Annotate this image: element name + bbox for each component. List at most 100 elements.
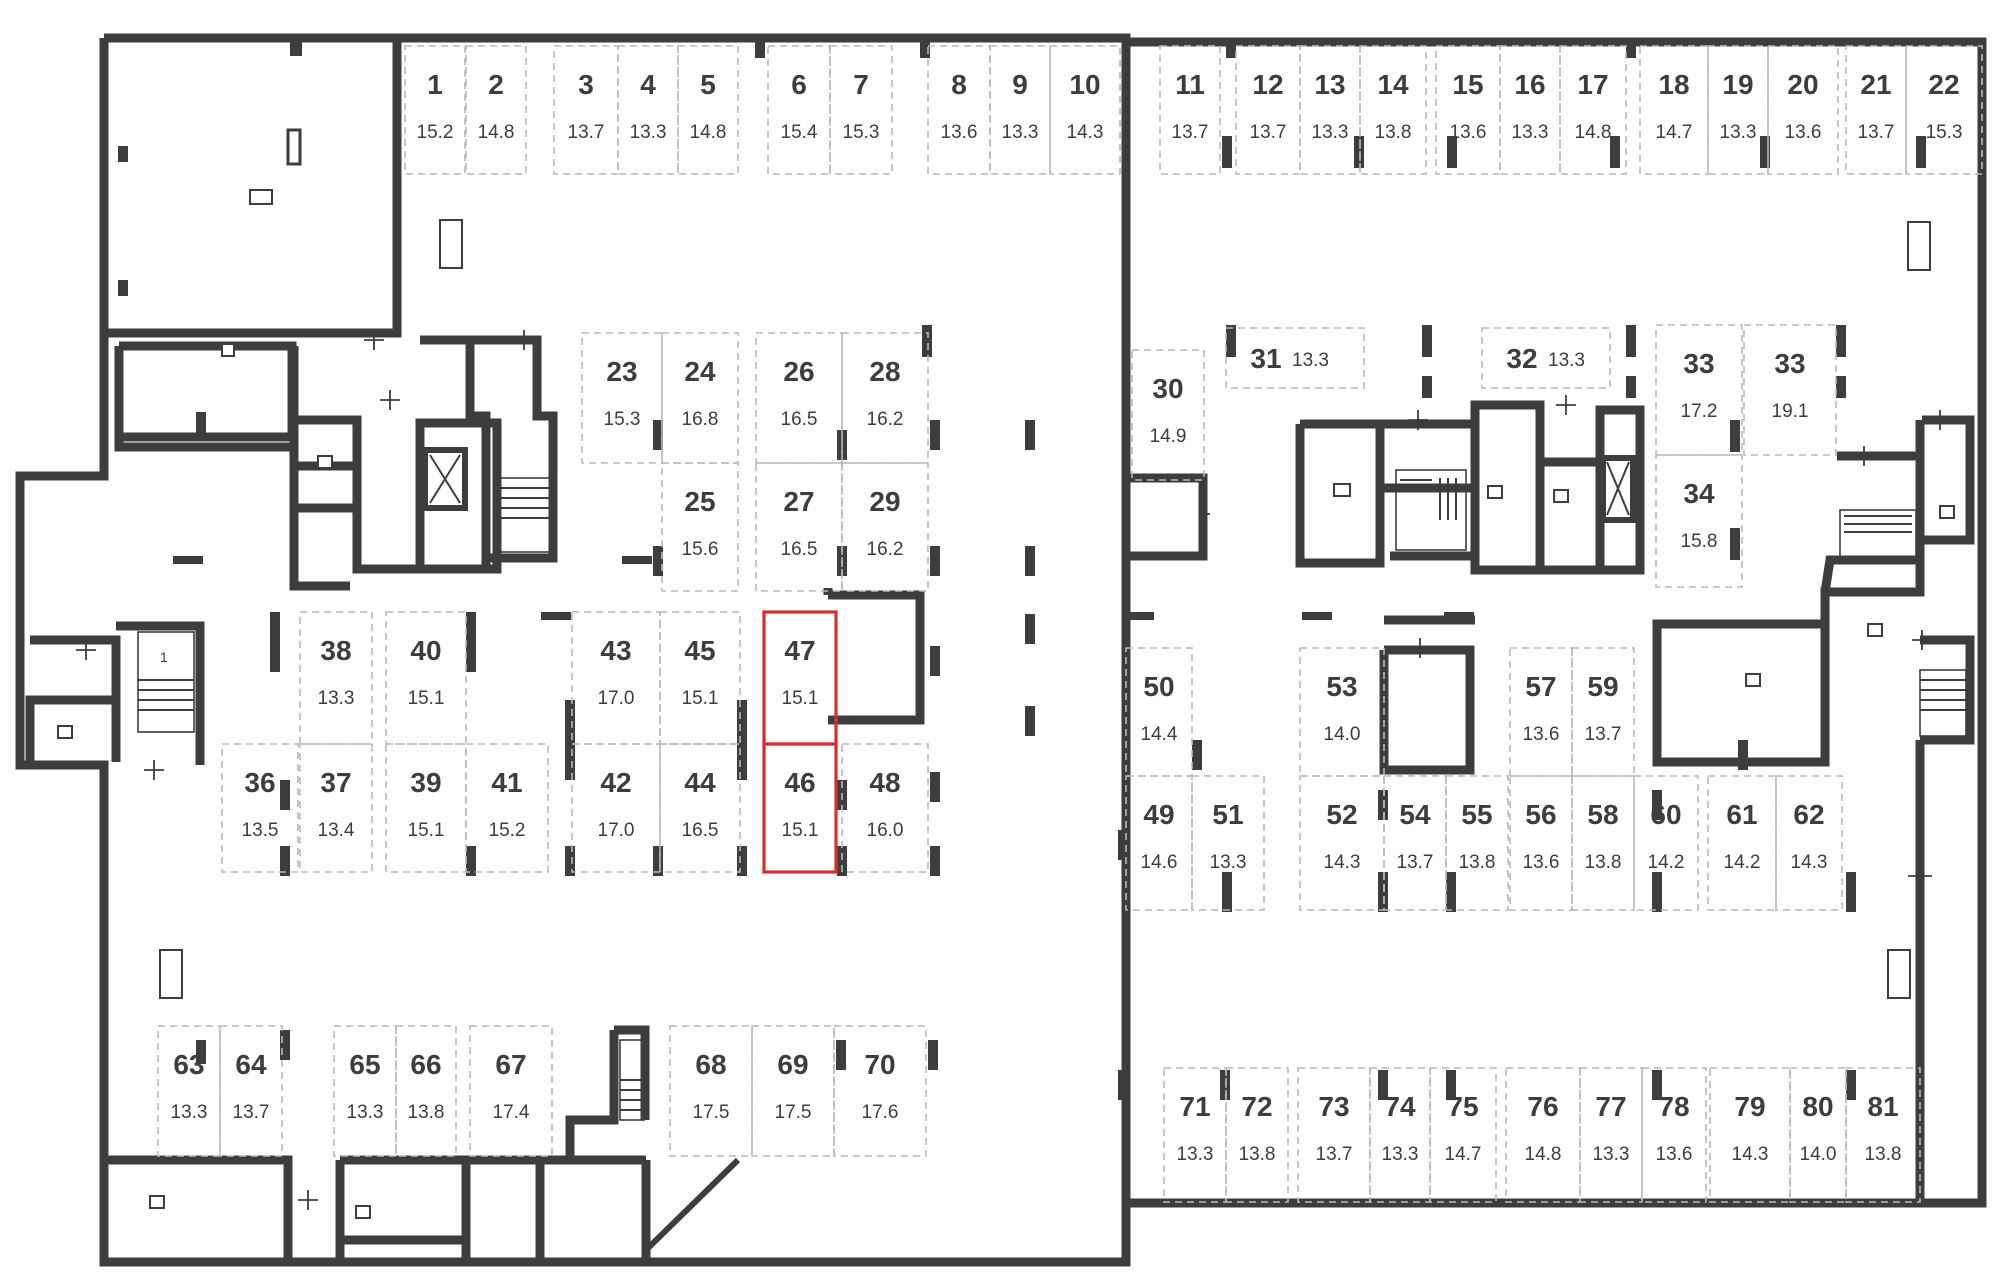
parking-spot-5[interactable]: 514.8 <box>677 45 739 175</box>
spot-outline[interactable] <box>1435 45 1501 175</box>
spot-outline[interactable] <box>553 45 619 175</box>
spot-outline[interactable] <box>571 611 661 745</box>
spot-outline[interactable] <box>1481 327 1611 389</box>
spot-outline[interactable] <box>221 743 299 873</box>
spot-outline[interactable] <box>1383 775 1447 911</box>
spot-outline[interactable] <box>1789 1067 1847 1203</box>
spot-outline[interactable] <box>1225 1067 1289 1203</box>
spot-outline[interactable] <box>1297 1067 1371 1203</box>
spot-outline[interactable] <box>1639 45 1709 175</box>
parking-spot-6[interactable]: 615.4 <box>767 45 831 175</box>
spot-outline[interactable] <box>617 45 679 175</box>
spot-outline[interactable] <box>1641 1067 1707 1203</box>
spot-outline[interactable] <box>465 45 527 175</box>
spot-outline[interactable] <box>1225 327 1365 389</box>
spot-outline[interactable] <box>841 462 929 592</box>
spot-outline[interactable] <box>1509 647 1573 777</box>
spot-outline[interactable] <box>1359 45 1427 175</box>
spot-outline[interactable] <box>299 743 373 873</box>
spot-outline[interactable] <box>841 332 929 464</box>
spot-outline[interactable] <box>1571 775 1635 911</box>
spot-outline[interactable] <box>1571 647 1635 777</box>
spot-outline[interactable] <box>469 1025 553 1157</box>
spot-outline[interactable] <box>1131 349 1205 481</box>
spot-outline[interactable] <box>219 1025 283 1157</box>
parking-spot-8[interactable]: 813.6 <box>927 45 991 175</box>
parking-spot-1[interactable]: 115.2 <box>404 45 466 175</box>
spot-outline[interactable] <box>571 743 661 873</box>
spot-outline[interactable] <box>661 462 739 592</box>
spot-outline[interactable] <box>659 743 741 873</box>
spot-outline[interactable] <box>1369 1067 1431 1203</box>
spot-outline[interactable] <box>1429 1067 1497 1203</box>
spot-outline[interactable] <box>1159 45 1221 175</box>
spot-outline[interactable] <box>1163 1067 1227 1203</box>
parking-spot-7[interactable]: 715.3 <box>829 45 893 175</box>
spot-outline[interactable] <box>989 45 1051 175</box>
selected-spot-outline[interactable] <box>762 610 838 746</box>
parking-spot-3[interactable]: 313.7 <box>553 45 619 175</box>
spot-outline[interactable] <box>404 45 466 175</box>
spot-outline[interactable] <box>1499 45 1561 175</box>
spot-outline[interactable] <box>1299 775 1385 911</box>
spot-outline[interactable] <box>767 45 831 175</box>
spot-outline[interactable] <box>829 45 893 175</box>
spot-outline[interactable] <box>1707 45 1769 175</box>
spot-outline[interactable] <box>841 743 929 873</box>
spot-outline[interactable] <box>1743 324 1837 456</box>
spot-outline[interactable] <box>1191 775 1265 911</box>
spot-outline[interactable] <box>385 611 467 745</box>
spot-outline[interactable] <box>1845 1067 1921 1203</box>
spot-outline[interactable] <box>833 1025 927 1157</box>
spot-outline[interactable] <box>299 611 373 745</box>
spot-outline[interactable] <box>927 45 991 175</box>
spot-outline[interactable] <box>1905 45 1983 175</box>
spot-outline[interactable] <box>1707 775 1777 911</box>
spot-outline[interactable] <box>1767 45 1839 175</box>
